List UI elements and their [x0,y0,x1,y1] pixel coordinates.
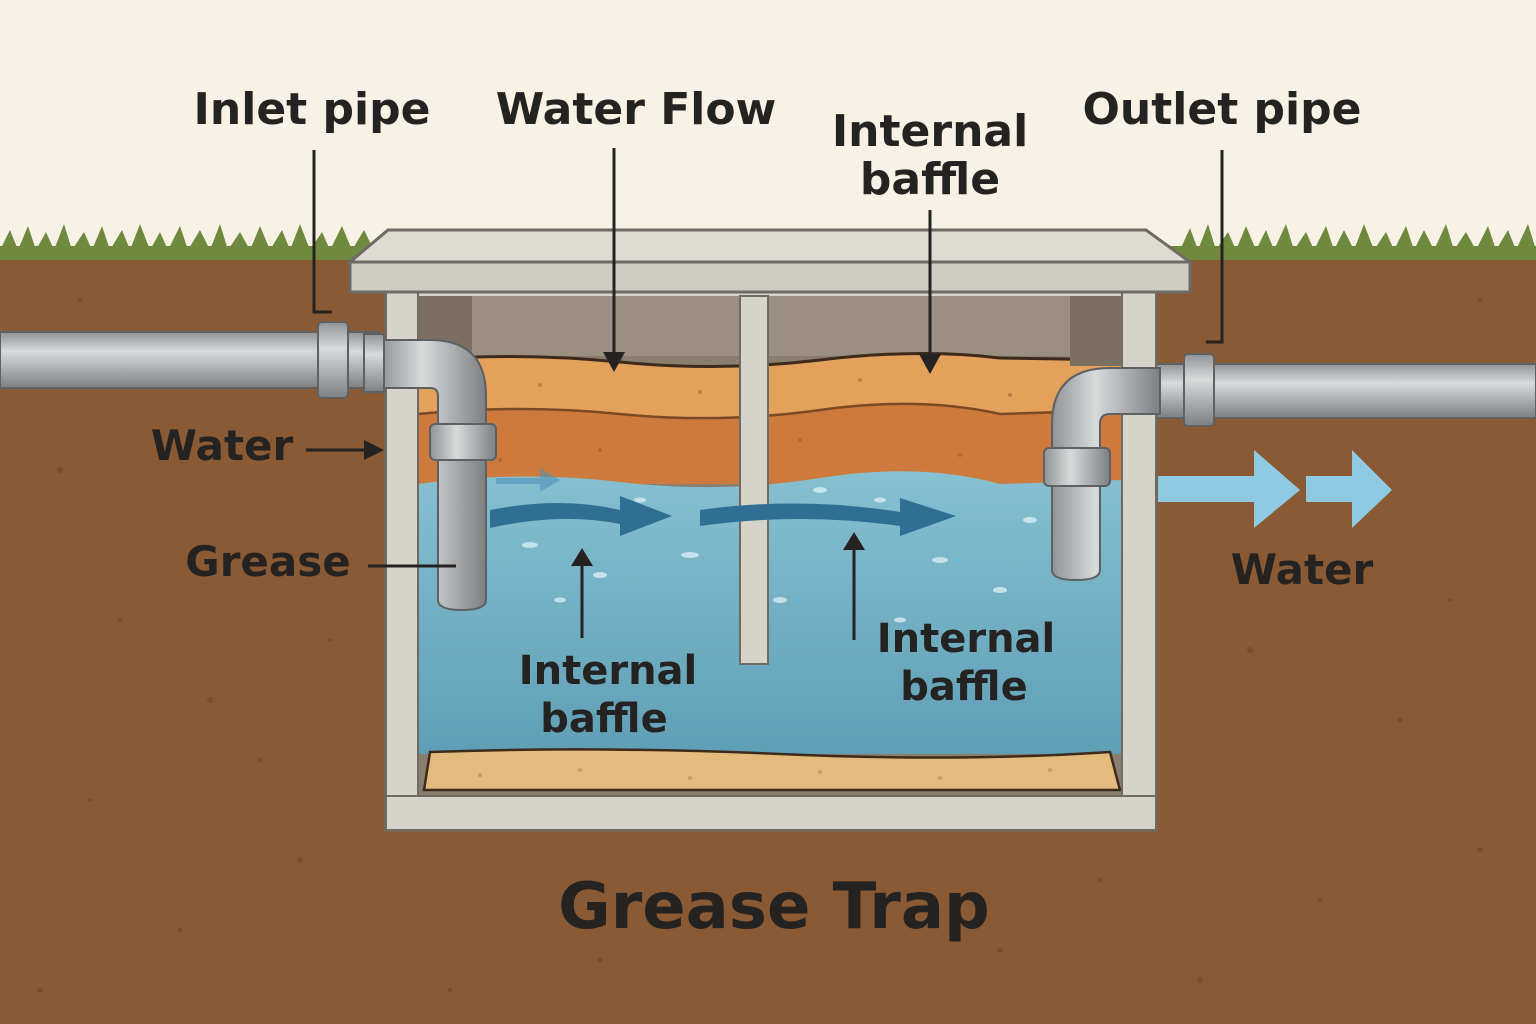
outlet-elbow [1043,367,1161,582]
leader-arrowheads [364,352,941,566]
outflow-arrows [1158,450,1392,528]
sediment-layer [422,748,1122,792]
leader-lines [306,148,1224,640]
flow-arrows [490,468,956,536]
label-internal-baffle-right-1: Internal [877,616,1056,662]
center-baffle [739,295,769,665]
label-water-flow: Water Flow [496,84,777,135]
label-inlet-pipe: Inlet pipe [194,84,431,135]
sky [0,0,1536,262]
label-water-left: Water [151,421,294,470]
inlet-elbow [363,333,497,612]
diagram-title: Grease Trap [558,870,990,944]
label-outlet-pipe: Outlet pipe [1083,84,1362,135]
label-water-right: Water [1231,545,1374,594]
grease-layer [417,351,1123,484]
label-internal-baffle-right-2: baffle [900,664,1027,710]
right-inner-baffle [1070,296,1122,366]
tank-lid [345,228,1195,294]
label-internal-baffle-mid-2: baffle [540,696,667,742]
water-layer [418,471,1122,754]
label-internal-baffle-top-2: baffle [860,154,1000,205]
label-internal-baffle-mid-1: Internal [519,648,698,694]
inlet-pipe [0,321,381,399]
label-grease: Grease [185,537,351,586]
soil-speckles [37,297,1483,993]
outlet-pipe [1149,353,1536,427]
label-internal-baffle-top-1: Internal [832,106,1028,157]
